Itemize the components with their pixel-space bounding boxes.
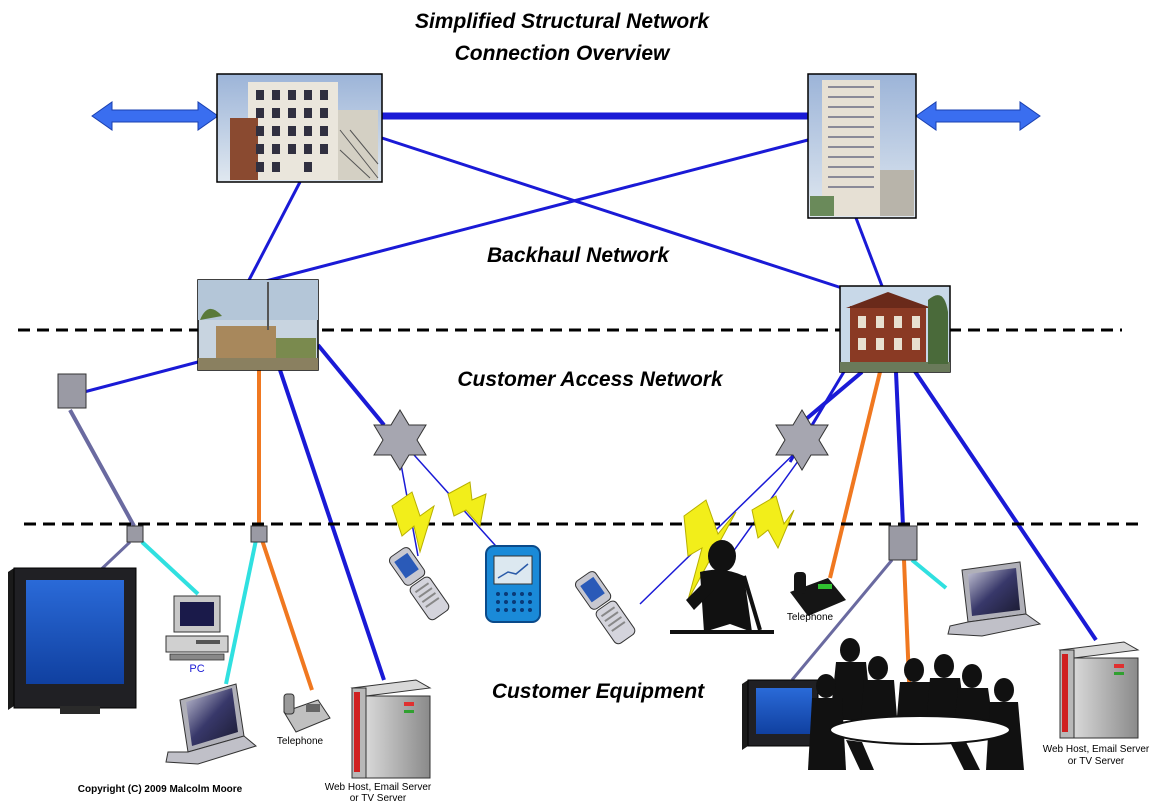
meeting-icon (808, 638, 1024, 770)
backhaul-link (381, 136, 843, 290)
access-link (316, 343, 386, 427)
copyright-text: Copyright (C) 2009 Malcolm Moore (78, 784, 243, 795)
hub-icon (57, 373, 87, 409)
exchange-icon (197, 279, 319, 371)
exchange-icon (839, 285, 951, 373)
telephone-icon (790, 572, 846, 616)
copper-link (828, 371, 882, 579)
access-link (912, 368, 1098, 642)
access-link (83, 360, 199, 394)
radio-path (639, 447, 801, 605)
server-icon (1058, 641, 1140, 739)
backhaul-links (246, 112, 884, 290)
wireless-node-icon (373, 409, 427, 471)
double-arrow-icon (91, 101, 219, 131)
backhaul-link (854, 217, 884, 287)
wireless-bolt (391, 491, 435, 554)
blackberry-icon (485, 545, 541, 623)
hub-icon (888, 525, 918, 561)
telephone-label: Telephone (277, 736, 324, 747)
access-link (894, 371, 905, 527)
wireless-bolt (447, 481, 487, 528)
backhaul-link (261, 138, 809, 284)
server-label-line2: or TV Server (1068, 756, 1125, 767)
telephone-label: Telephone (787, 612, 834, 623)
wireless-bolt (751, 495, 795, 550)
lan-link (140, 540, 200, 596)
pc-icon (165, 595, 229, 661)
section-label-access: Customer Access Network (457, 368, 724, 391)
server-icon (350, 679, 432, 779)
section-label-equipment: Customer Equipment (492, 680, 705, 703)
access-links (68, 343, 1098, 705)
coax-link (790, 559, 894, 681)
mobile-phone-icon (574, 571, 636, 645)
building-icon (807, 73, 917, 219)
person-icon (670, 540, 774, 634)
server-label-line1: Web Host, Email Server (325, 782, 432, 793)
hub-icon (126, 525, 144, 543)
hub-icon (250, 525, 268, 543)
building-icon (216, 73, 383, 183)
telephone-icon (283, 693, 331, 733)
server-label-line1: Web Host, Email Server (1043, 744, 1150, 755)
server-label-line2: or TV Server (350, 793, 407, 802)
diagram-title-line2: Connection Overview (455, 42, 671, 65)
lan-link (224, 539, 258, 685)
double-arrow-icon (915, 101, 1041, 131)
pc-label: PC (189, 663, 204, 675)
wireless-node-icon (775, 409, 829, 471)
section-label-backhaul: Backhaul Network (487, 244, 670, 267)
tv-icon (742, 679, 819, 750)
mobile-phone-icon (388, 547, 450, 621)
laptop-icon (947, 561, 1042, 637)
lan-link (910, 558, 948, 590)
access-link (803, 370, 864, 422)
backhaul-link (246, 181, 302, 283)
copper-link (260, 539, 314, 691)
coax-link (68, 409, 136, 527)
diagram-title-line1: Simplified Structural Network (415, 10, 710, 33)
tv-icon (8, 567, 137, 714)
laptop-icon (165, 683, 258, 765)
